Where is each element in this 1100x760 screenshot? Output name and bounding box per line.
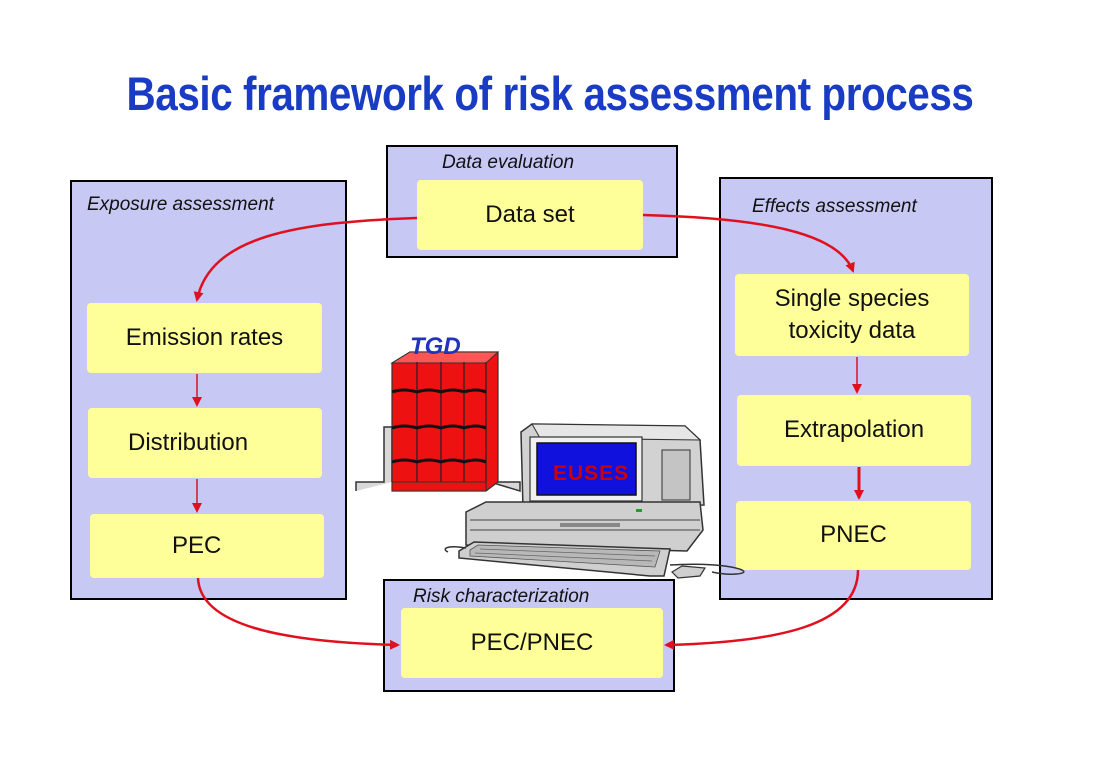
computer-icon xyxy=(444,423,745,579)
data-set-box: Data set xyxy=(417,180,643,250)
extrapolation-box: Extrapolation xyxy=(737,395,971,466)
arrow-pnec-to-ratio xyxy=(664,569,860,650)
arrow-data-to-emission xyxy=(193,216,418,302)
binders-icon xyxy=(355,351,521,493)
data-evaluation-label: Data evaluation xyxy=(442,152,575,173)
effects-assessment-label: Effects assessment xyxy=(752,196,917,217)
pnec-box: PNEC xyxy=(736,501,971,570)
tgd-label: TGD xyxy=(410,333,461,360)
distribution-box: Distribution xyxy=(88,408,322,478)
arrow-data-to-species xyxy=(642,213,855,273)
exposure-assessment-label: Exposure assessment xyxy=(87,194,274,215)
page-title: Basic framework of risk assessment proce… xyxy=(126,67,974,120)
risk-characterization-label: Risk characterization xyxy=(413,586,590,607)
euses-label: EUSES xyxy=(553,462,630,485)
emission-rates-box: Emission rates xyxy=(87,303,322,373)
single-species-toxicity-box: Single species toxicity data xyxy=(735,274,969,356)
arrow-pec-to-ratio xyxy=(196,577,400,650)
pec-pnec-box: PEC/PNEC xyxy=(401,608,663,678)
pec-box: PEC xyxy=(90,514,324,578)
